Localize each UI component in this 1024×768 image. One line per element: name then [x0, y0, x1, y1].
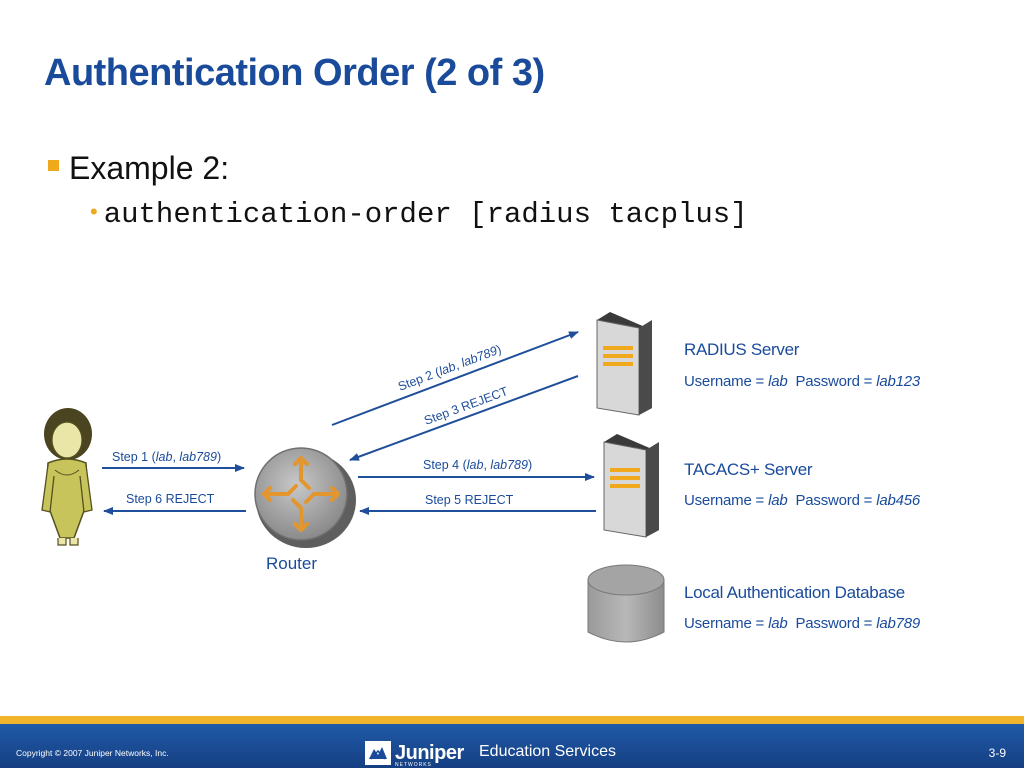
step1-label: Step 1 (lab, lab789): [112, 450, 221, 464]
authentication-diagram: Step 2 (lab, lab789) Step 3 REJECT: [41, 312, 665, 643]
education-services-text: Education Services: [479, 743, 616, 760]
step4-prefix: Step 4 (: [423, 458, 467, 472]
radius-server-icon: [596, 312, 652, 416]
router-label: Router: [266, 554, 318, 573]
step1-prefix: Step 1 (: [112, 450, 156, 464]
local-user-label: Username =: [684, 615, 769, 632]
tacacs-pass-label: Password =: [795, 492, 877, 509]
bullet-level2-text: authentication-order [radius tacplus]: [103, 198, 748, 231]
slide-title: Authentication Order (2 of 3): [44, 52, 545, 94]
footer-blue-band: Copyright © 2007 Juniper Networks, Inc. …: [0, 724, 1024, 768]
step6-label: Step 6 REJECT: [126, 492, 215, 506]
dot-bullet-icon: •: [90, 199, 98, 224]
tacacs-user: lab: [768, 492, 788, 509]
juniper-logo-sub: NETWORKS: [395, 762, 432, 768]
step1-sep: ,: [172, 450, 180, 464]
local-user: lab: [768, 615, 788, 632]
local-db-credentials: Username = lab Password = lab789: [684, 615, 920, 632]
juniper-logo-text: Juniper: [395, 741, 464, 764]
router-icon: [254, 447, 356, 548]
step5-label: Step 5 REJECT: [425, 493, 514, 507]
local-db-name: Local Authentication Database: [684, 583, 905, 602]
radius-user-label: Username =: [684, 373, 769, 390]
bullet-level1: Example 2:: [48, 150, 229, 187]
page-number: 3-9: [988, 746, 1006, 760]
tacacs-server-name: TACACS+ Server: [684, 460, 813, 479]
step2-arrow: [331, 331, 579, 426]
tacacs-server-icon: [603, 434, 659, 538]
radius-credentials: Username = lab Password = lab123: [684, 373, 920, 390]
radius-pass: lab123: [876, 373, 921, 390]
step1-pass: lab789: [179, 450, 217, 464]
local-database-icon: [587, 564, 665, 643]
step4-user: lab: [466, 458, 484, 472]
radius-pass-label: Password =: [795, 373, 877, 390]
juniper-logo: Juniper NETWORKS: [365, 740, 464, 768]
radius-server-name: RADIUS Server: [684, 340, 800, 359]
step4-pass: lab789: [490, 458, 528, 472]
step4-sep: ,: [483, 458, 491, 472]
footer-bar: Copyright © 2007 Juniper Networks, Inc. …: [0, 716, 1024, 768]
step1-user: lab: [155, 450, 173, 464]
footer-gold-stripe: [0, 716, 1024, 724]
bullet-level1-text: Example 2:: [69, 150, 230, 186]
juniper-logo-icon: [365, 741, 391, 765]
local-pass-label: Password =: [795, 615, 877, 632]
step2-label: Step 2 (lab, lab789): [396, 342, 503, 394]
copyright-text: Copyright © 2007 Juniper Networks, Inc.: [16, 748, 169, 758]
step3-arrow: [349, 375, 579, 461]
step4-label: Step 4 (lab, lab789): [423, 458, 532, 472]
square-bullet-icon: [48, 160, 59, 171]
tacacs-credentials: Username = lab Password = lab456: [684, 492, 920, 509]
tacacs-pass: lab456: [876, 492, 921, 509]
radius-user: lab: [768, 373, 788, 390]
bullet-level2: •authentication-order [radius tacplus]: [90, 198, 748, 231]
local-pass: lab789: [876, 615, 921, 632]
user-person-icon: [41, 408, 93, 546]
tacacs-user-label: Username =: [684, 492, 769, 509]
step4-suffix: ): [527, 458, 533, 472]
step1-suffix: ): [216, 450, 222, 464]
